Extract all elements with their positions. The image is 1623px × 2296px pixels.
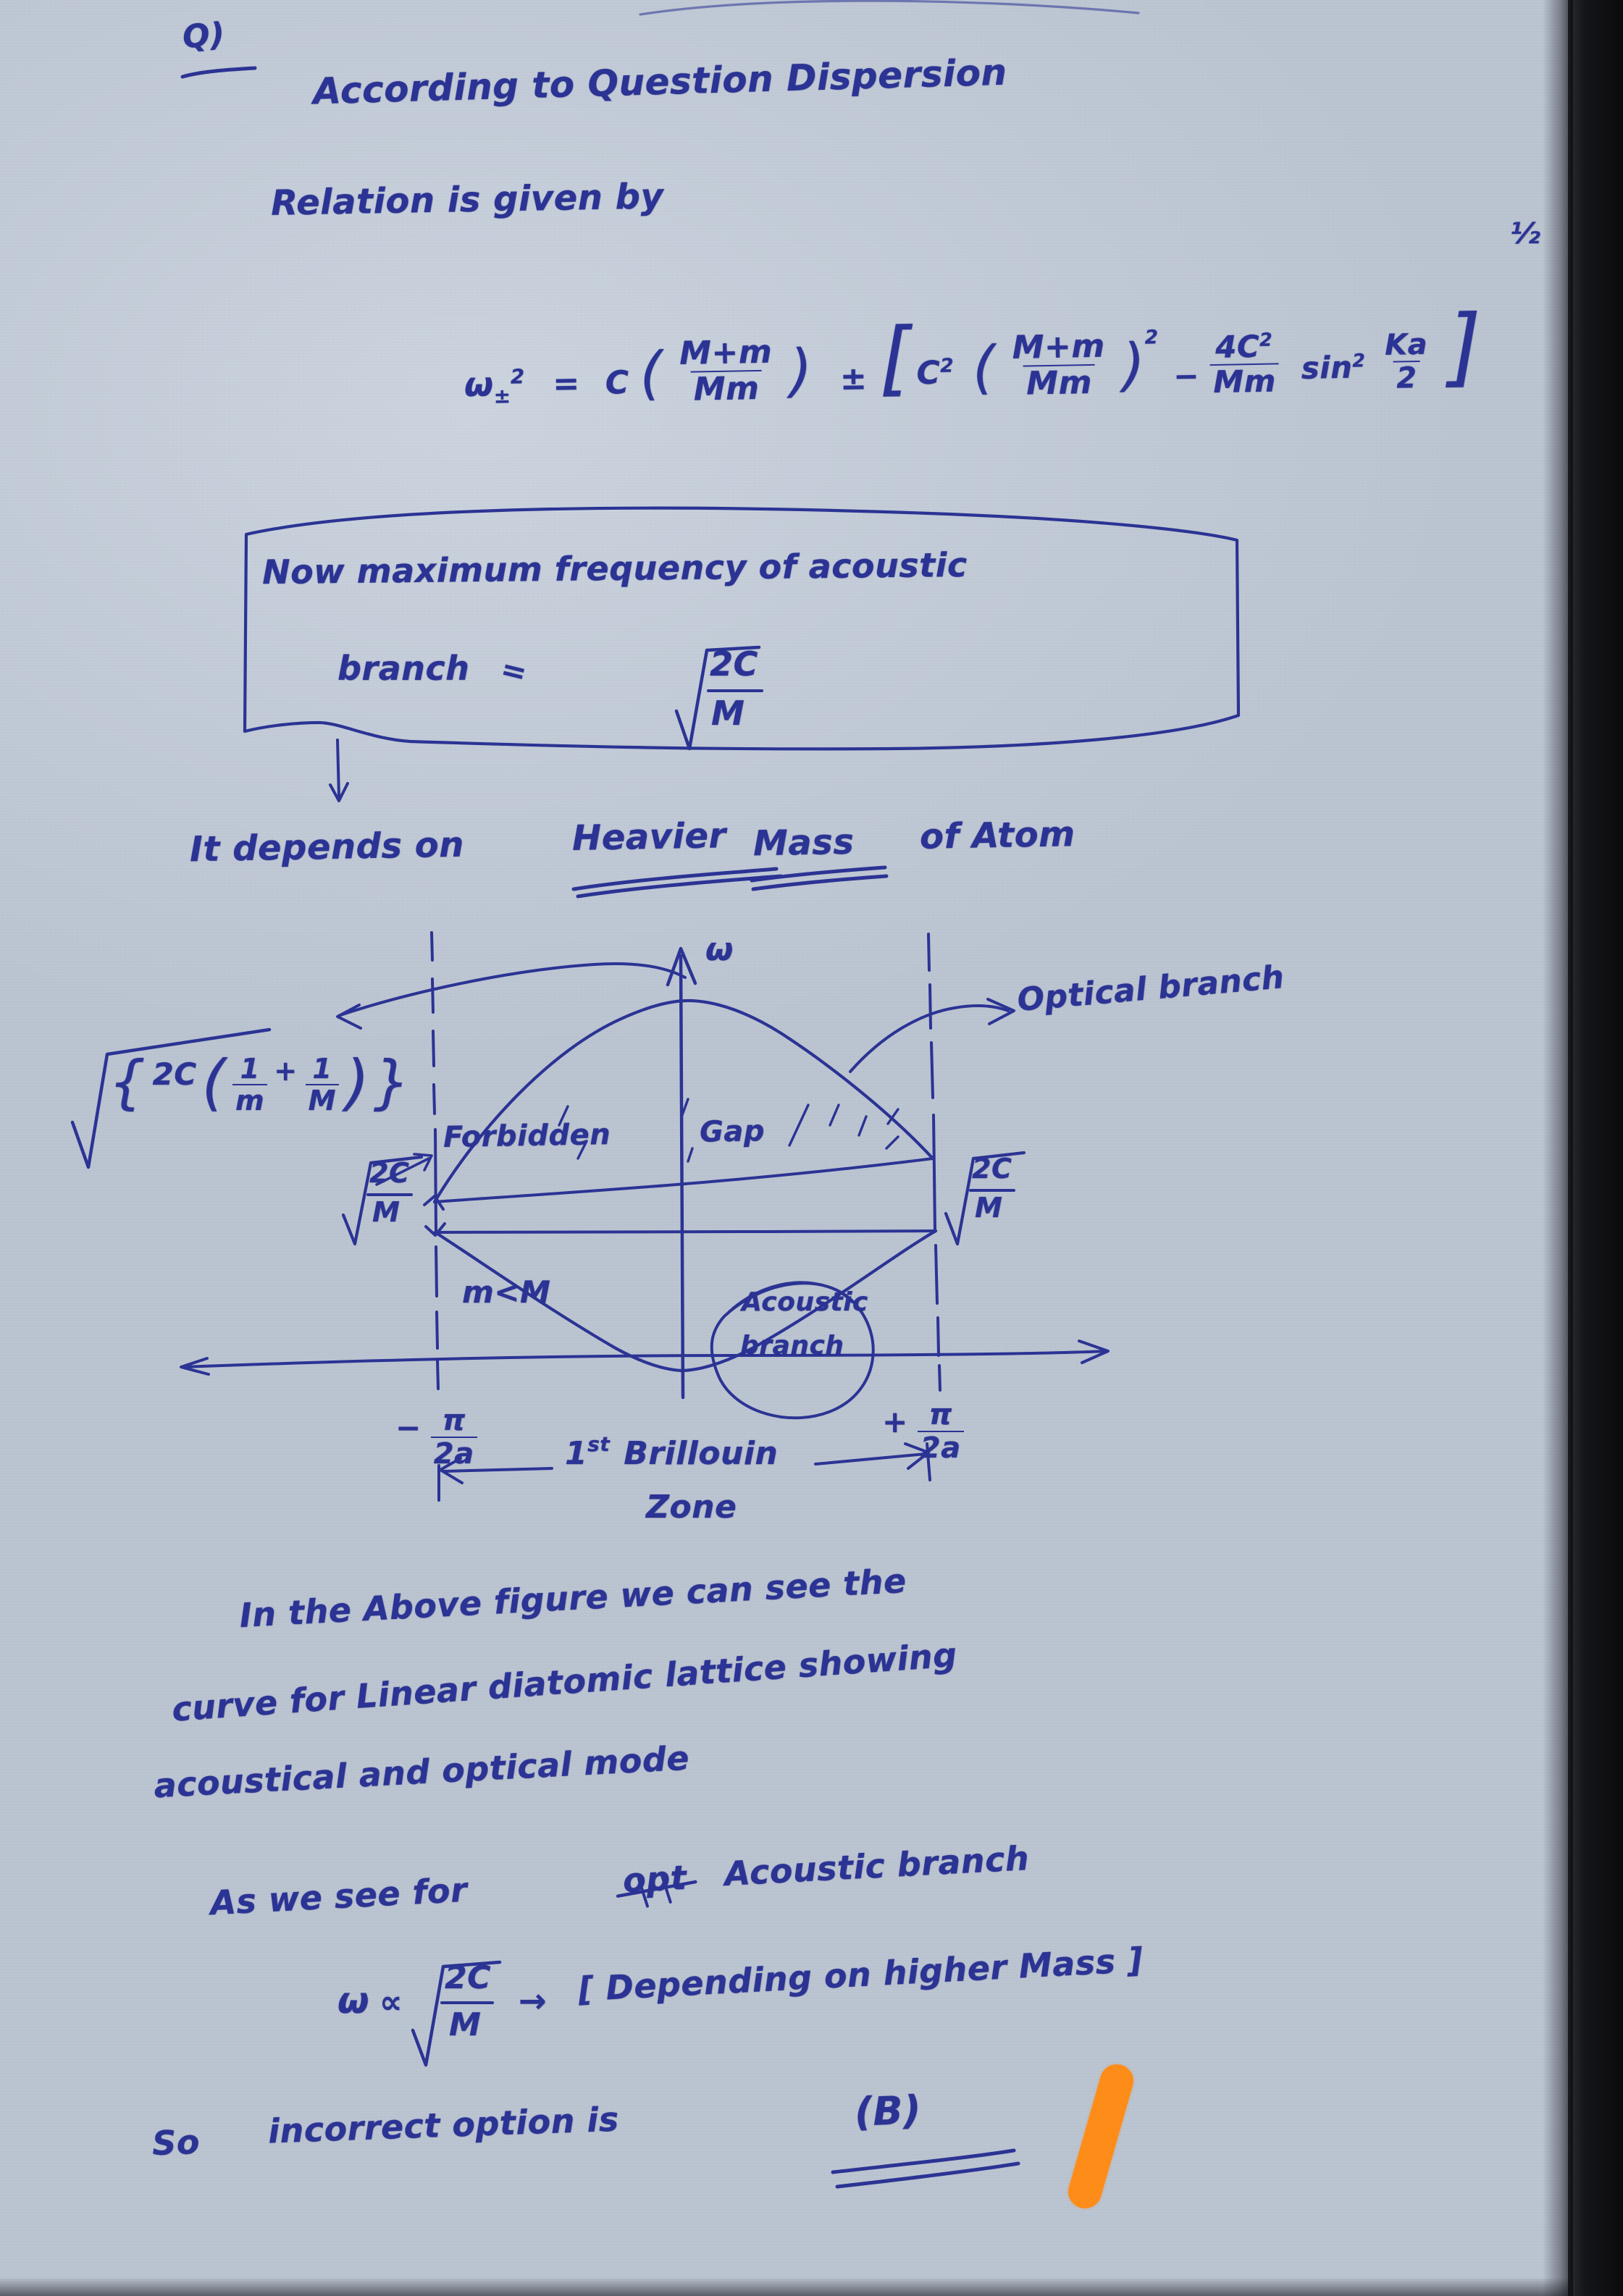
struck-word-text: opt bbox=[621, 1857, 688, 1901]
conclusion-line-4-struck-word: opt bbox=[616, 1857, 697, 1908]
zone-label-number: 1 bbox=[565, 1435, 588, 1472]
gap-label: Gap bbox=[699, 1114, 766, 1149]
boxed-note-sqrt-denominator: M bbox=[711, 694, 745, 733]
left-gap-numerator: 2C bbox=[369, 1157, 410, 1189]
boxed-note-sqrt-fraction: 2C M bbox=[704, 644, 763, 733]
final-answer-prefix: So bbox=[151, 2122, 201, 2163]
left-label-expression: { 2C ( 1 m + 1 M ) } bbox=[109, 1035, 410, 1119]
left-label-fraction-1: 1 m bbox=[232, 1055, 268, 1114]
acoustic-label-line-2: branch bbox=[740, 1331, 844, 1361]
boxed-note-sqrt-numerator: 2C bbox=[710, 644, 758, 684]
left-label-plus: + bbox=[274, 1055, 298, 1087]
omega-axis-label: ω bbox=[705, 931, 734, 968]
left-label-paren-close: ) bbox=[345, 1047, 370, 1118]
right-gap-numerator: 2C bbox=[972, 1153, 1012, 1185]
right-gap-label: 2C M bbox=[969, 1153, 1015, 1224]
left-label-coefficient: 2C bbox=[152, 1056, 197, 1092]
x-tick-right-sign: + bbox=[882, 1403, 908, 1439]
zone-label-suffix: st bbox=[587, 1432, 611, 1456]
left-gap-label: 2C M bbox=[366, 1157, 413, 1228]
x-tick-left: − π 2a bbox=[395, 1403, 477, 1468]
left-gap-denominator: M bbox=[372, 1196, 400, 1228]
paper-edge-shadow bbox=[1543, 0, 1573, 2296]
conclusion-arrow: → bbox=[519, 1981, 548, 2020]
conclusion-proportional-symbol: ∝ bbox=[379, 1984, 403, 2021]
right-gap-denominator: M bbox=[975, 1192, 1003, 1224]
photo-background-gutter bbox=[1568, 0, 1623, 2296]
acoustic-label-line-1: Acoustic bbox=[742, 1287, 868, 1317]
x-tick-left-sign: − bbox=[395, 1409, 422, 1445]
final-answer-option: (B) bbox=[853, 2087, 923, 2135]
conclusion-sqrt-numerator: 2C bbox=[445, 1959, 491, 1996]
left-label-brace-close: } bbox=[373, 1048, 411, 1116]
forbidden-label: Forbidden bbox=[443, 1117, 611, 1155]
mass-condition-label: m<M bbox=[462, 1274, 551, 1310]
optical-branch-label: Optical branch bbox=[1015, 958, 1286, 1019]
left-label-paren-open: ( bbox=[201, 1047, 226, 1118]
left-label-fraction-2: 1 M bbox=[305, 1055, 339, 1114]
x-tick-right: + π 2a bbox=[882, 1397, 964, 1463]
conclusion-sqrt-fraction: 2C M bbox=[440, 1959, 494, 2043]
paper-bottom-shadow bbox=[0, 2277, 1570, 2296]
x-tick-left-fraction: π 2a bbox=[430, 1406, 477, 1468]
brillouin-zone-label-second-line: Zone bbox=[646, 1489, 737, 1526]
main-equation-exponent-half: ½ bbox=[1510, 217, 1540, 251]
zone-label-main: Brillouin bbox=[624, 1435, 779, 1472]
conclusion-omega-symbol: ω bbox=[337, 1980, 369, 2022]
brillouin-zone-label: 1st Brillouin bbox=[565, 1432, 778, 1472]
conclusion-sqrt-denominator: M bbox=[449, 2006, 482, 2043]
x-tick-right-fraction: π 2a bbox=[917, 1400, 964, 1463]
left-label-brace-open: { bbox=[109, 1048, 146, 1116]
boxed-note-line-2-label: branch bbox=[337, 649, 470, 688]
